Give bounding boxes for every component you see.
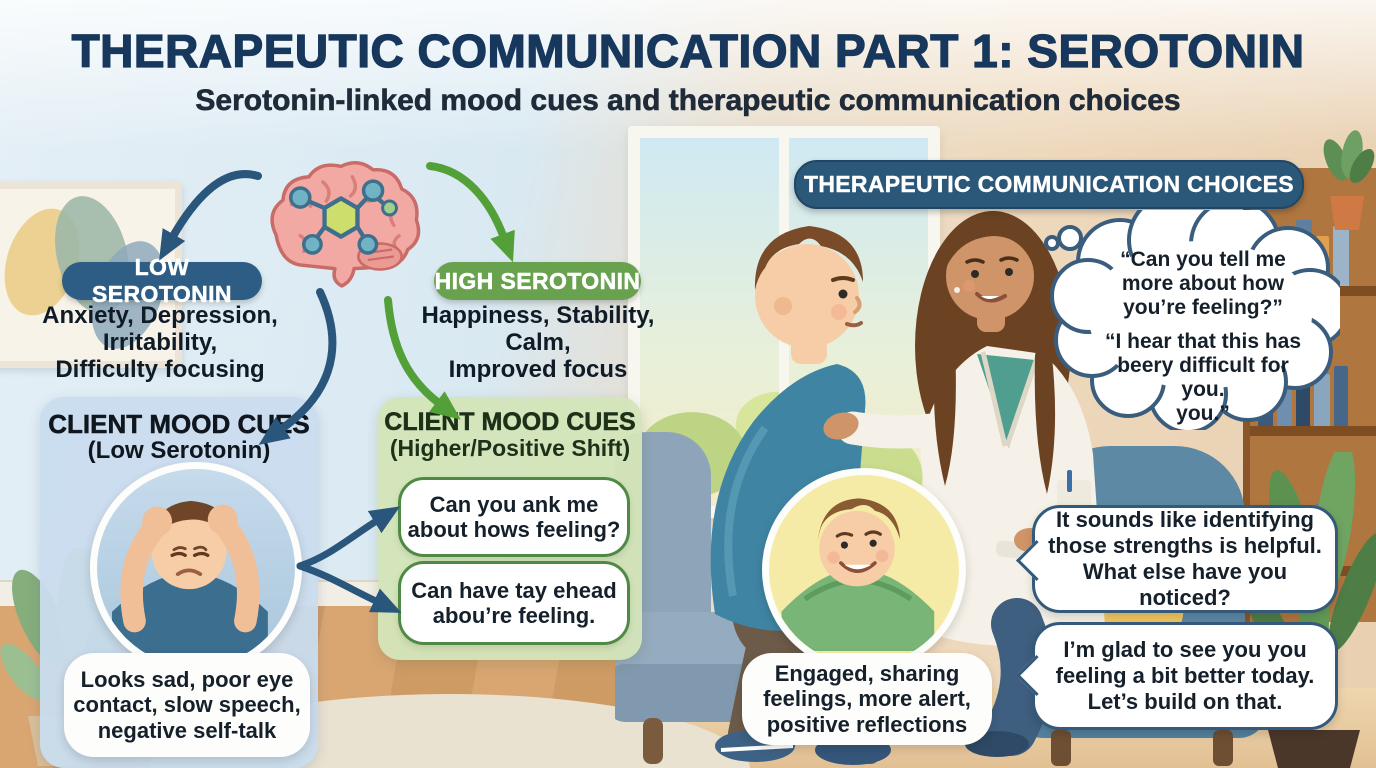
low-panel-header: CLIENT MOOD CUES (Low Serotonin) xyxy=(44,409,314,465)
brain-illustration xyxy=(270,161,421,288)
high-serotonin-symptoms: Happiness, Stability, Calm, Improved foc… xyxy=(421,302,655,383)
shift-question-bubble-2: Can have tay ehead abou’re feeling. xyxy=(398,561,630,645)
happy-man-illustration xyxy=(781,498,935,651)
thought-cloud xyxy=(1044,210,1340,430)
high-serotonin-badge: HIGH SEROTONIN xyxy=(434,262,641,300)
shelf-board xyxy=(1250,426,1376,436)
engaged-client-portrait xyxy=(762,468,966,672)
choices-banner: THERAPEUTIC COMMUNICATION CHOICES xyxy=(794,160,1304,209)
therapist-quote-2: “I hear that this has beery difficult fo… xyxy=(1104,329,1302,425)
arrow-brain-to-high xyxy=(426,162,515,263)
thought-cloud-text: “Can you tell me more about how you’re f… xyxy=(1093,248,1313,426)
book xyxy=(1314,374,1330,426)
serotonin-molecule-icon xyxy=(289,179,398,255)
reply-bubble-1: It sounds like identifying those strengt… xyxy=(1032,505,1338,613)
shift-panel-header: CLIENT MOOD CUES (Higher/Positive Shift) xyxy=(380,408,640,461)
sad-man-illustration xyxy=(112,500,268,653)
low-mood-caption: Looks sad, poor eye contact, slow speech… xyxy=(64,653,310,757)
arrow-brain-to-low xyxy=(159,170,262,261)
engaged-caption: Engaged, sharing feelings, more alert, p… xyxy=(742,653,992,745)
potted-plant-small xyxy=(1323,130,1375,230)
sad-client-portrait xyxy=(90,462,302,674)
page-subtitle: Serotonin-linked mood cues and therapeut… xyxy=(195,84,1181,118)
reply-bubble-2: I’m glad to see you you feeling a bit be… xyxy=(1032,622,1338,730)
page-title: THERAPEUTIC COMMUNICATION PART 1: SEROTO… xyxy=(71,24,1305,77)
book xyxy=(1334,366,1348,426)
book xyxy=(1333,226,1349,286)
low-panel-title: CLIENT MOOD CUES xyxy=(48,409,310,439)
top-light-band xyxy=(0,0,1376,150)
low-serotonin-symptoms: Anxiety, Depression, Irritability, Diffi… xyxy=(42,302,278,383)
shift-question-bubble-1: Can you ank me about hows feeling? xyxy=(398,477,630,557)
shift-panel-subtitle: (Higher/Positive Shift) xyxy=(389,435,631,461)
low-serotonin-badge: LOW SEROTONIN xyxy=(62,254,262,307)
low-panel-subtitle: (Low Serotonin) xyxy=(87,437,271,465)
therapist-quote-1: “Can you tell me more about how you’re f… xyxy=(1120,248,1286,319)
shift-panel-title: CLIENT MOOD CUES xyxy=(384,408,636,436)
